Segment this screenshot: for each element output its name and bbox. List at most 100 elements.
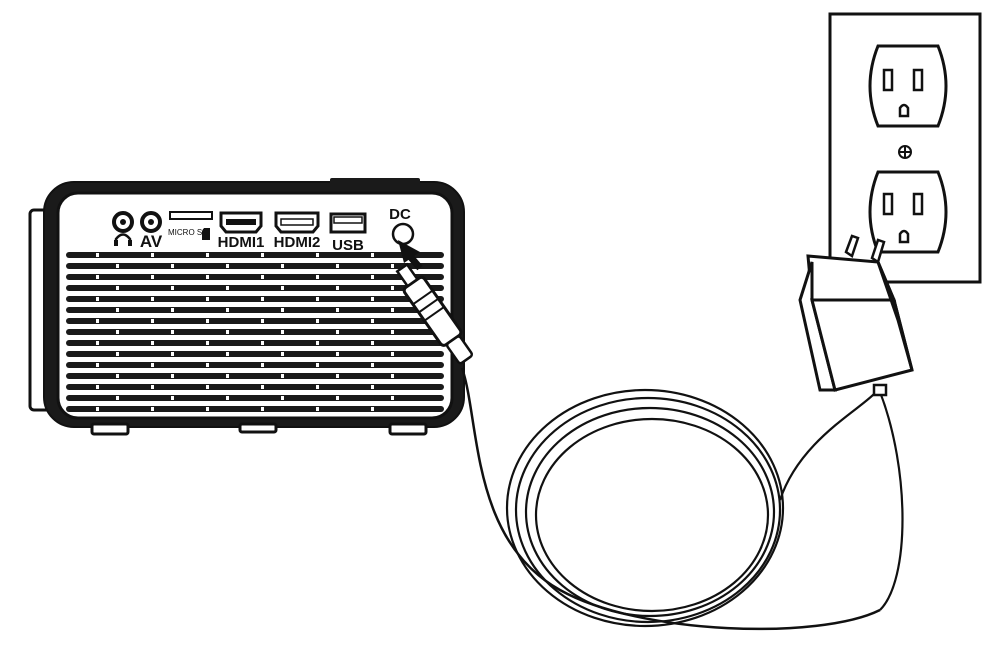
vent-slot — [66, 296, 444, 302]
vent-slot-break — [116, 330, 119, 334]
vent-slot-break — [206, 341, 209, 345]
vent-slot-break — [281, 286, 284, 290]
outlet-screw-icon — [898, 145, 912, 159]
vent-slot-break — [151, 275, 154, 279]
hdmi1-port-label: HDMI1 — [218, 234, 265, 251]
vent-slot-break — [171, 330, 174, 334]
vent-slot-break — [226, 352, 229, 356]
vent-slot-break — [96, 297, 99, 301]
vent-slot-break — [371, 275, 374, 279]
vent-slot-break — [316, 407, 319, 411]
vent-slot-break — [391, 352, 394, 356]
adapter-prong-left — [844, 234, 860, 258]
vent-slot-break — [336, 374, 339, 378]
coiled-cable — [505, 388, 904, 628]
vent-slot — [66, 307, 444, 313]
vent-slot — [66, 406, 444, 412]
headphone-port — [112, 211, 134, 246]
vent-slot-break — [96, 275, 99, 279]
usb-port: USB — [329, 212, 367, 254]
vent-slot — [66, 318, 444, 324]
headphone-icon — [114, 233, 132, 246]
vent-slot-break — [281, 330, 284, 334]
vent-slot-break — [261, 385, 264, 389]
vent-slot-break — [96, 363, 99, 367]
vent-slot — [66, 274, 444, 280]
vent-slot — [66, 362, 444, 368]
power-adapter — [798, 234, 914, 397]
hdmi1-port: HDMI1 — [218, 211, 265, 251]
vent-slot — [66, 329, 444, 335]
projector-vent-grille — [66, 252, 444, 412]
vent-slot-break — [171, 396, 174, 400]
insert-arrow-icon — [398, 240, 423, 271]
microsd-port: MICRO SD — [168, 211, 213, 240]
vent-slot-break — [151, 385, 154, 389]
av-port: AV — [140, 211, 163, 251]
vent-slot-break — [151, 363, 154, 367]
vent-slot-break — [151, 407, 154, 411]
vent-slot-break — [391, 308, 394, 312]
vent-slot-break — [281, 396, 284, 400]
vent-slot-break — [96, 319, 99, 323]
av-port-label: AV — [140, 232, 163, 251]
vent-slot-break — [261, 275, 264, 279]
outlet-receptacle-bottom — [868, 170, 948, 254]
projector-top-ridge — [330, 178, 420, 186]
vent-slot-break — [261, 407, 264, 411]
vent-slot-break — [206, 319, 209, 323]
vent-slot-break — [281, 264, 284, 268]
hdmi2-port-label: HDMI2 — [274, 234, 321, 251]
vent-slot-break — [226, 374, 229, 378]
vent-slot-break — [151, 297, 154, 301]
vent-slot-break — [391, 374, 394, 378]
vent-slot-break — [206, 297, 209, 301]
vent-slot-break — [171, 374, 174, 378]
vent-slot-break — [316, 319, 319, 323]
projector-foot-center — [238, 422, 278, 434]
vent-slot-break — [261, 319, 264, 323]
vent-slot-break — [171, 286, 174, 290]
vent-slot-break — [226, 286, 229, 290]
vent-slot-break — [151, 319, 154, 323]
vent-slot-break — [206, 407, 209, 411]
vent-slot-break — [371, 253, 374, 257]
vent-slot — [66, 340, 444, 346]
outlet-receptacle-top — [868, 44, 948, 128]
vent-slot-break — [371, 297, 374, 301]
vent-slot-break — [151, 341, 154, 345]
vent-slot-break — [261, 297, 264, 301]
microsd-card-icon — [202, 228, 210, 240]
vent-slot-break — [336, 352, 339, 356]
vent-slot-break — [96, 407, 99, 411]
vent-slot-break — [281, 308, 284, 312]
vent-slot-break — [316, 297, 319, 301]
vent-slot-break — [281, 352, 284, 356]
vent-slot-break — [206, 385, 209, 389]
vent-slot-break — [206, 363, 209, 367]
vent-slot — [66, 351, 444, 357]
vent-slot — [66, 285, 444, 291]
vent-slot-break — [96, 253, 99, 257]
vent-slot-break — [336, 330, 339, 334]
vent-slot-break — [116, 352, 119, 356]
vent-slot — [66, 384, 444, 390]
vent-slot — [66, 252, 444, 258]
vent-slot-break — [371, 363, 374, 367]
dc-plug — [395, 262, 881, 631]
vent-slot-break — [116, 286, 119, 290]
vent-slot-break — [371, 341, 374, 345]
vent-slot — [66, 395, 444, 401]
vent-slot-break — [226, 308, 229, 312]
vent-slot-break — [226, 330, 229, 334]
vent-slot-break — [261, 363, 264, 367]
vent-slot-break — [151, 253, 154, 257]
dc-port-label: DC — [389, 206, 411, 223]
vent-slot-break — [316, 253, 319, 257]
vent-slot — [66, 373, 444, 379]
vent-slot-break — [316, 275, 319, 279]
vent-slot-break — [316, 363, 319, 367]
microsd-port-label: MICRO SD — [168, 228, 208, 237]
vent-slot-break — [226, 396, 229, 400]
